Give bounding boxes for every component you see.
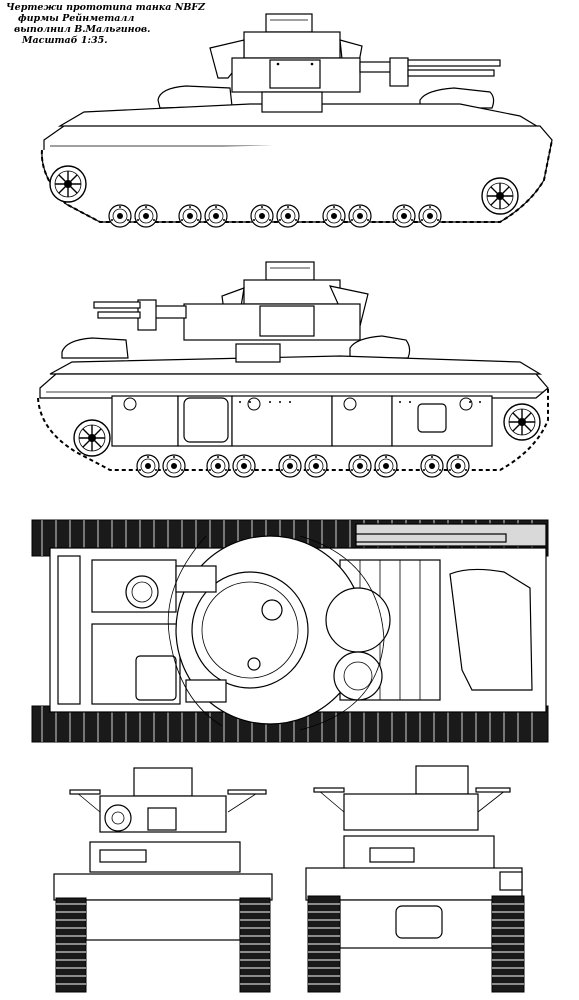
caption-line-3: выполнил В.Мальгинов.: [14, 24, 151, 35]
rear-view: [305, 765, 525, 993]
caption-line-1: Чертежи прототипа танка NBFZ: [6, 2, 206, 13]
caption-line-2: фирмы Рейнметалл: [18, 13, 135, 24]
drawing-caption: Чертежи прототипа танка NBFZ фирмы Рейнм…: [6, 2, 226, 46]
front-view: [53, 767, 273, 993]
caption-line-4: Масштаб 1:35.: [22, 35, 108, 46]
side-view-left: [40, 13, 553, 228]
side-view-right: [37, 261, 549, 478]
top-view: [31, 519, 549, 743]
